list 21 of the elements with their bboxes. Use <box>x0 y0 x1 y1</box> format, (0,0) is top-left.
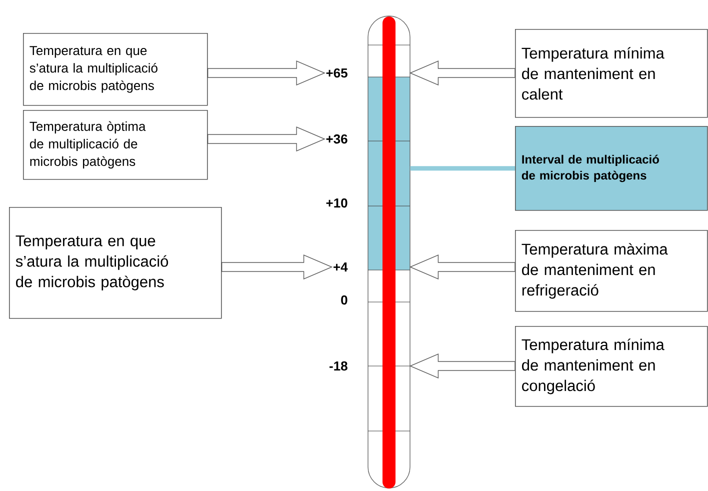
temperature-label: 0 <box>341 295 348 305</box>
block-arrow <box>221 254 333 280</box>
label-box: Temperatura en que s’atura la multiplicació de microbis patògens <box>9 207 222 319</box>
temperature-label: +36 <box>326 134 348 144</box>
label-box: Temperatura màxima de manteniment en refrigeració <box>515 230 708 312</box>
block-arrow <box>409 60 516 86</box>
temperature-label: +4 <box>334 262 348 272</box>
temperature-label: -18 <box>330 361 348 371</box>
block-arrow <box>409 254 516 280</box>
interval-box: Interval de multiplicació de microbis patògens <box>515 126 708 211</box>
label-box: Temperatura mínima de manteniment en calent <box>515 29 708 118</box>
connector-line <box>410 166 515 171</box>
block-arrow <box>207 60 326 86</box>
block-arrow <box>207 126 326 152</box>
thermometer-drawing <box>368 16 410 488</box>
block-arrow <box>409 353 516 379</box>
label-box: Temperatura en que s’atura la multiplicació de microbis patògens <box>23 33 208 106</box>
temperature-label: +10 <box>326 198 348 208</box>
label-box: Temperatura òptima de multiplicació de microbis patògens <box>23 110 208 180</box>
label-box: Temperatura mínima de manteniment en congelació <box>515 326 708 407</box>
temperature-label: +65 <box>326 68 348 78</box>
